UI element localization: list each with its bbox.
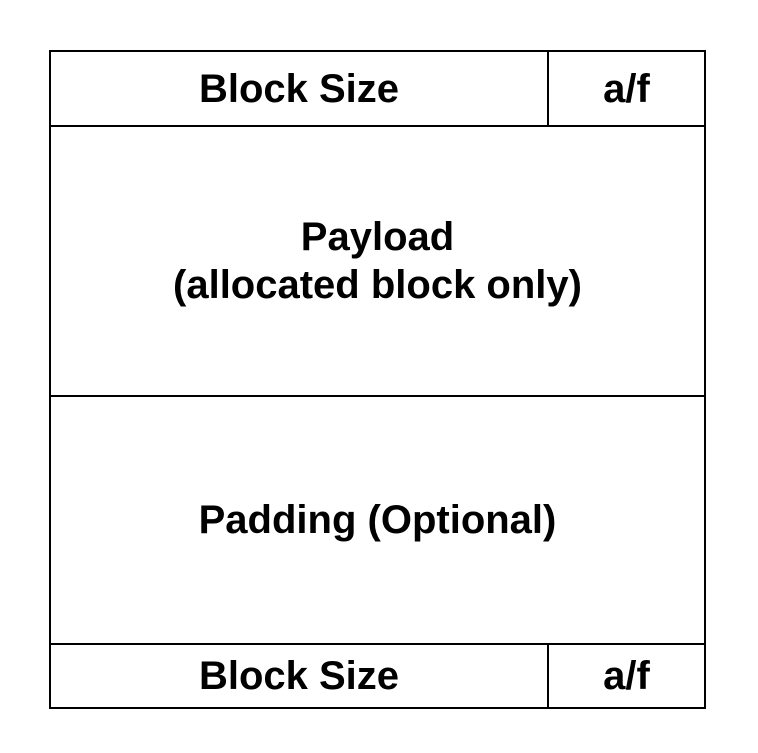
footer-alloc-flag-label: a/f	[603, 654, 650, 698]
payload-note: (allocated block only)	[173, 263, 582, 307]
footer-block-size: Block Size	[51, 645, 549, 707]
payload-title: Payload	[300, 215, 455, 259]
heap-block-diagram: Block Size a/f Payload (allocated block …	[49, 50, 706, 709]
footer-alloc-flag: a/f	[549, 645, 704, 707]
header-row: Block Size a/f	[51, 52, 704, 127]
header-block-size-label: Block Size	[198, 66, 400, 111]
header-alloc-flag: a/f	[549, 52, 704, 125]
padding-section: Padding (Optional)	[51, 397, 704, 645]
payload-cell: Payload (allocated block only)	[51, 127, 704, 395]
header-block-size: Block Size	[51, 52, 549, 125]
footer-block-size-label: Block Size	[198, 654, 400, 698]
padding-cell: Padding (Optional)	[51, 397, 704, 643]
payload-section: Payload (allocated block only)	[51, 127, 704, 397]
footer-row: Block Size a/f	[51, 645, 704, 707]
header-alloc-flag-label: a/f	[603, 66, 650, 111]
padding-label: Padding (Optional)	[198, 498, 557, 542]
